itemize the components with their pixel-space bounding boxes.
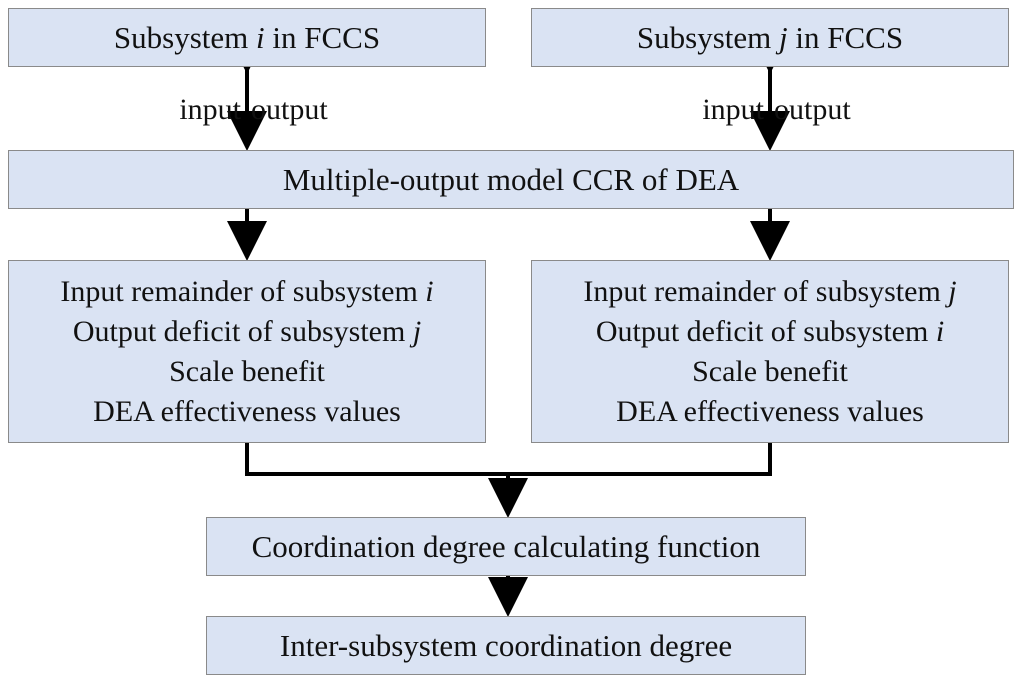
merge-connector <box>245 443 772 476</box>
right-input-label: input <box>702 93 764 126</box>
coordination-degree-box: Inter-subsystem coordination degree <box>206 616 806 675</box>
result-left-box: Input remainder of subsystem i Output de… <box>8 260 486 443</box>
subsystem-j-box: Subsystem j in FCCS <box>531 8 1009 67</box>
result-left-line4: DEA effectiveness values <box>93 394 401 428</box>
result-left-line1: Input remainder of subsystem i <box>60 274 434 308</box>
result-right-line4: DEA effectiveness values <box>616 394 924 428</box>
result-right-line1: Input remainder of subsystem j <box>583 274 957 308</box>
result-left-line2: Output deficit of subsystem j <box>72 314 422 348</box>
coordination-function-label: Coordination degree calculating function <box>251 528 761 564</box>
subsystem-i-box: Subsystem i in FCCS <box>8 8 486 67</box>
dea-model-box: Multiple-output model CCR of DEA <box>8 150 1014 209</box>
coordination-function-box: Coordination degree calculating function <box>206 517 806 576</box>
left-output-label: output <box>251 93 328 126</box>
right-output-label: output <box>774 93 851 126</box>
left-input-label: input <box>179 93 241 126</box>
result-left-line3: Scale benefit <box>169 354 325 388</box>
subsystem-j-label: Subsystem j in FCCS <box>636 19 904 55</box>
result-right-box: Input remainder of subsystem j Output de… <box>531 260 1009 443</box>
dea-model-label: Multiple-output model CCR of DEA <box>282 161 740 197</box>
result-right-line2: Output deficit of subsystem i <box>595 314 945 348</box>
subsystem-i-label: Subsystem i in FCCS <box>113 19 381 55</box>
result-right-line3: Scale benefit <box>692 354 848 388</box>
coordination-degree-label: Inter-subsystem coordination degree <box>279 627 733 663</box>
